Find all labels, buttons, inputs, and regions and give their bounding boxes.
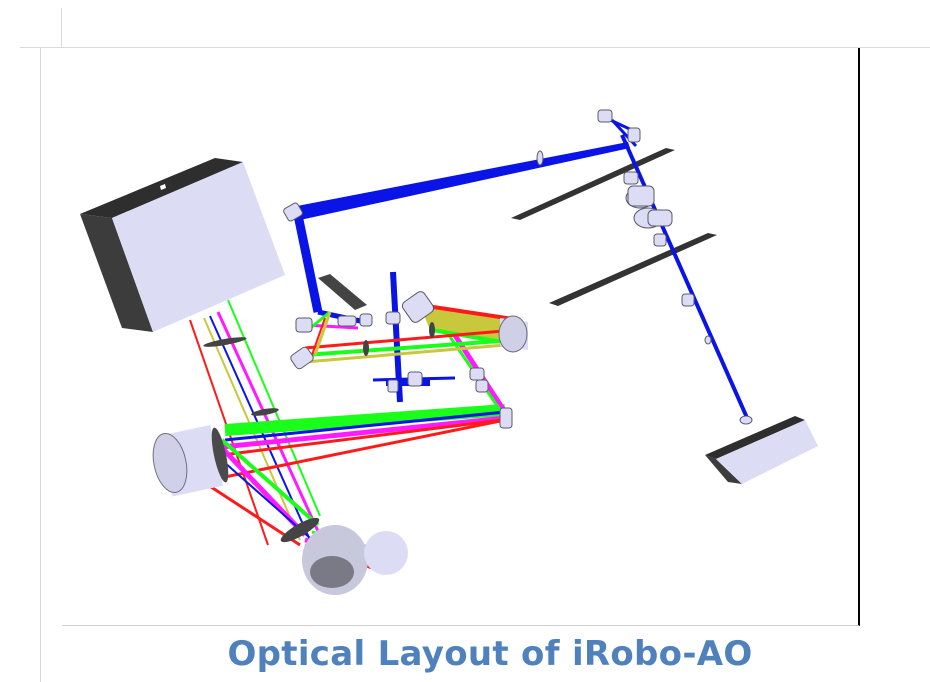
left-enclosure-box bbox=[80, 158, 285, 332]
lower-bowl-mirror bbox=[302, 525, 408, 595]
right-cylinder-mirror bbox=[498, 315, 528, 353]
slide-caption: Optical Layout of iRobo-AO bbox=[227, 634, 753, 674]
slide-guide-vertical-top bbox=[61, 8, 62, 48]
large-cylinder-mirror bbox=[152, 425, 229, 497]
slide-guide-horizontal bbox=[20, 47, 930, 48]
slide-guide-vertical-left bbox=[40, 47, 41, 682]
diagonal-lens-train bbox=[536, 109, 753, 425]
optical-layout-svg bbox=[80, 109, 818, 595]
center-baffle-slab bbox=[318, 274, 367, 310]
optical-layout-diagram bbox=[62, 48, 860, 626]
small-lenses bbox=[203, 322, 435, 543]
blue-beam-path bbox=[293, 116, 750, 421]
multicolor-beam-path bbox=[189, 299, 521, 570]
central-mirror-cluster bbox=[283, 202, 513, 429]
optical-components bbox=[152, 109, 753, 595]
right-detector-box bbox=[705, 416, 818, 484]
